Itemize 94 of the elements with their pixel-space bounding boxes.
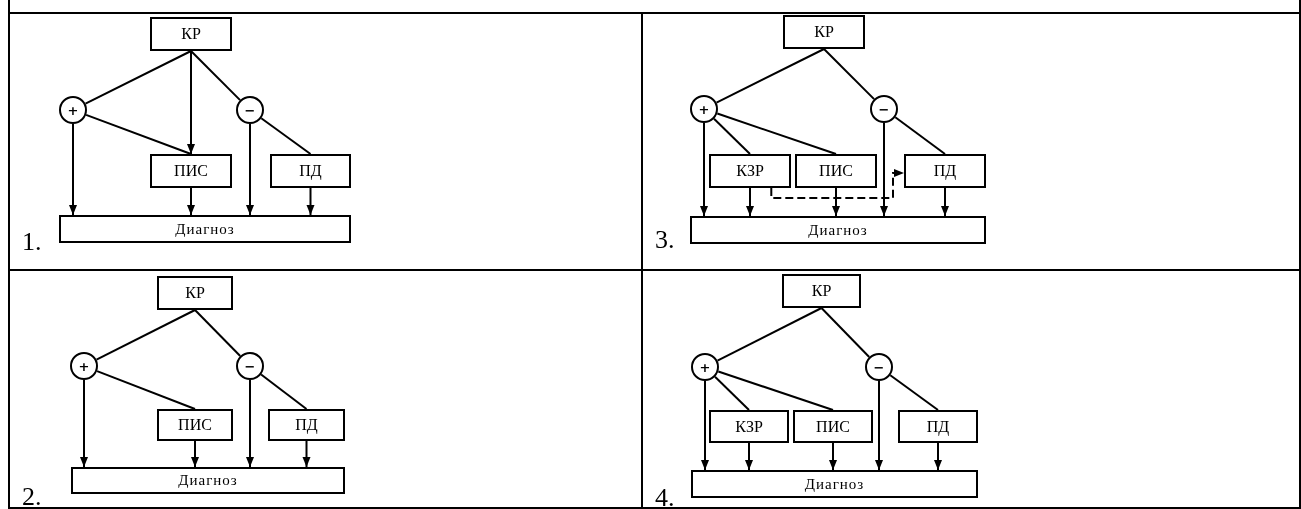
arrow	[306, 187, 315, 216]
arrow	[701, 380, 709, 471]
connector-line	[889, 374, 939, 411]
process-box	[795, 154, 877, 188]
node-label: −	[878, 102, 890, 116]
connector-line	[716, 307, 823, 362]
process-box	[268, 409, 345, 441]
diagnosis-box	[59, 215, 351, 243]
arrow	[880, 122, 888, 217]
connector-line	[717, 370, 834, 411]
arrow	[246, 379, 254, 468]
sign-circle	[236, 352, 264, 380]
dashed-arrow	[770, 169, 905, 199]
connector-line	[716, 112, 837, 155]
node-label: КР	[811, 283, 832, 299]
panel-number: 1.	[22, 229, 42, 255]
diagnosis-box	[71, 467, 345, 494]
connector-line	[95, 309, 196, 361]
panel-number: 2.	[22, 484, 42, 509]
process-box	[270, 154, 351, 188]
connector-line	[715, 48, 825, 104]
node-label: +	[67, 103, 79, 117]
sign-circle	[691, 353, 719, 381]
node-label: ПИС	[174, 163, 208, 179]
node-label: +	[78, 359, 90, 373]
arrow	[80, 379, 88, 468]
node-label: Диагноз	[175, 221, 235, 237]
arrow	[875, 380, 883, 471]
connector-line	[84, 50, 192, 105]
process-box	[150, 154, 232, 188]
arrow	[302, 440, 311, 468]
node-label: +	[698, 102, 710, 116]
diagnosis-box	[691, 470, 978, 498]
sign-circle	[236, 96, 264, 124]
connector-line	[714, 375, 750, 411]
node-label: Диагноз	[804, 476, 865, 492]
connector-line	[713, 117, 751, 155]
node-label: ПИС	[178, 417, 212, 433]
connector-line	[96, 370, 196, 410]
node-label: ПД	[926, 418, 950, 435]
connector-line	[820, 307, 871, 358]
node-label: Диагноз	[808, 222, 868, 238]
sign-circle	[690, 95, 718, 123]
process-box	[709, 410, 789, 443]
node-label: +	[699, 360, 711, 374]
node-label: ПИС	[816, 418, 850, 435]
arrow	[187, 50, 195, 155]
node-label: КР	[185, 285, 205, 301]
node-label: КР	[814, 24, 834, 40]
node-label: Диагноз	[178, 473, 238, 488]
sign-circle	[70, 352, 98, 380]
process-box	[782, 274, 861, 308]
node-label: КР	[181, 26, 201, 42]
arrow	[934, 442, 942, 471]
node-label: −	[873, 360, 885, 374]
arrow	[746, 187, 754, 217]
node-label: КЗР	[735, 418, 763, 435]
connector-line	[85, 113, 192, 155]
sign-circle	[59, 96, 87, 124]
process-box	[898, 410, 978, 443]
arrow	[246, 123, 254, 216]
sign-circle	[870, 95, 898, 123]
connector-line	[190, 50, 242, 102]
node-label: ПИС	[819, 163, 853, 179]
arrow	[941, 187, 949, 217]
connector-line	[823, 48, 876, 101]
arrow	[700, 122, 708, 217]
connector-line	[894, 116, 946, 155]
arrow	[832, 187, 840, 217]
connector-line	[260, 117, 312, 155]
sign-circle	[865, 353, 893, 381]
panel-number: 4.	[655, 485, 675, 509]
process-box	[709, 154, 791, 188]
node-label: ПД	[933, 163, 957, 179]
arrow	[829, 442, 837, 471]
node-label: −	[244, 103, 256, 117]
process-box	[793, 410, 873, 443]
node-label: КЗР	[736, 163, 764, 179]
process-box	[150, 17, 232, 51]
diagnosis-box	[690, 216, 986, 244]
process-box	[783, 15, 865, 49]
process-box	[157, 276, 233, 310]
panel-number: 3.	[655, 227, 675, 253]
node-label: ПД	[299, 163, 322, 179]
arrow	[69, 123, 77, 216]
process-box	[157, 409, 233, 441]
node-label: ПД	[295, 417, 318, 433]
connector-line	[194, 309, 242, 357]
arrow	[191, 440, 199, 468]
node-label: −	[244, 359, 256, 373]
connector-line	[260, 373, 308, 410]
arrow	[187, 187, 195, 216]
process-box	[904, 154, 986, 188]
arrow	[745, 442, 753, 471]
